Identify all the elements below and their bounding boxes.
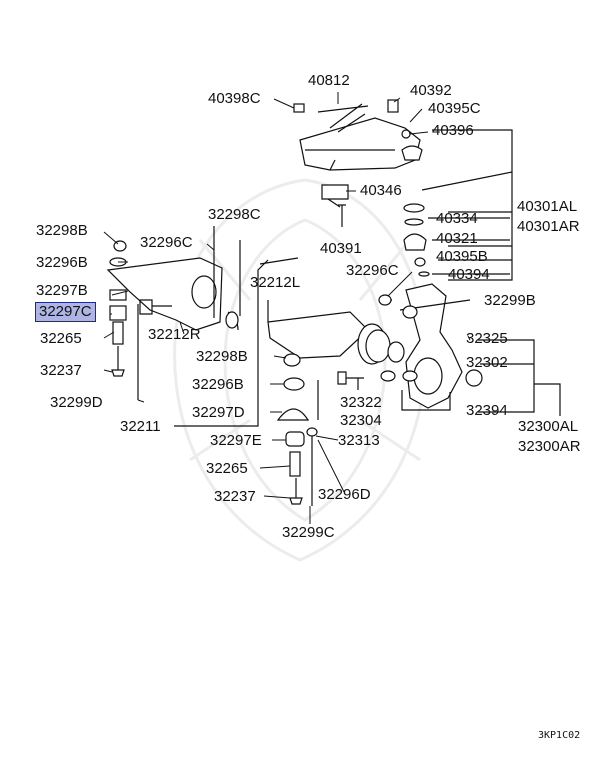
bump-stopper	[321, 184, 349, 208]
label-32237-left: 32237	[40, 362, 82, 379]
label-32300AL: 32300AL	[518, 418, 579, 435]
label-32394: 32394	[466, 402, 508, 419]
label-40334: 40334	[436, 210, 478, 227]
label-32298B-top: 32298B	[36, 222, 88, 239]
label-32325: 32325	[466, 330, 508, 347]
label-32322: 32322	[340, 394, 382, 411]
label-32299D: 32299D	[50, 394, 103, 411]
label-32297E: 32297E	[210, 432, 262, 449]
label-32296D: 32296D	[318, 486, 371, 503]
label-32298C: 32298C	[208, 206, 261, 223]
lower-arm-assembly	[106, 226, 561, 506]
label-32212L: 32212L	[250, 274, 301, 291]
label-32296B-mid: 32296B	[192, 376, 244, 393]
label-40391: 40391	[320, 240, 362, 257]
label-40398C: 40398C	[208, 90, 261, 107]
label-32300AR: 32300AR	[518, 438, 581, 455]
label-32313: 32313	[338, 432, 380, 449]
label-40395C: 40395C	[428, 100, 481, 117]
label-32297C-highlighted[interactable]: 32297C	[35, 302, 96, 322]
upper-ball-joint	[401, 145, 423, 161]
label-32299C: 32299C	[282, 524, 335, 541]
label-40392: 40392	[410, 82, 452, 99]
label-32298B-mid: 32298B	[196, 348, 248, 365]
label-40301AL: 40301AL	[517, 198, 578, 215]
upper-arm-assembly	[293, 99, 513, 281]
label-32297B: 32297B	[36, 282, 88, 299]
label-32296B-top: 32296B	[36, 254, 88, 271]
label-32302: 32302	[466, 354, 508, 371]
label-40301AR: 40301AR	[517, 218, 580, 235]
label-32265-bottom: 32265	[206, 460, 248, 477]
label-32296C-left: 32296C	[140, 234, 193, 251]
label-32265-left: 32265	[40, 330, 82, 347]
label-32297D: 32297D	[192, 404, 245, 421]
drawing-code: 3KP1C02	[538, 730, 581, 741]
label-32212R: 32212R	[148, 326, 201, 343]
label-40812: 40812	[308, 72, 350, 89]
label-32237-bottom: 32237	[214, 488, 256, 505]
lower-control-arm	[267, 311, 369, 359]
label-40394: 40394	[448, 266, 490, 283]
label-32211: 32211	[120, 418, 161, 435]
label-40395B: 40395B	[436, 248, 488, 265]
label-40396: 40396	[432, 122, 474, 139]
leader-lines	[103, 92, 471, 524]
label-32296C-right: 32296C	[346, 262, 399, 279]
label-40346: 40346	[360, 182, 402, 199]
upper-control-arm	[299, 117, 421, 171]
label-40321: 40321	[436, 230, 478, 247]
label-32299B: 32299B	[484, 292, 536, 309]
crossmember-bracket	[106, 257, 223, 331]
label-32304: 32304	[340, 412, 382, 429]
arm-bar	[317, 103, 369, 133]
